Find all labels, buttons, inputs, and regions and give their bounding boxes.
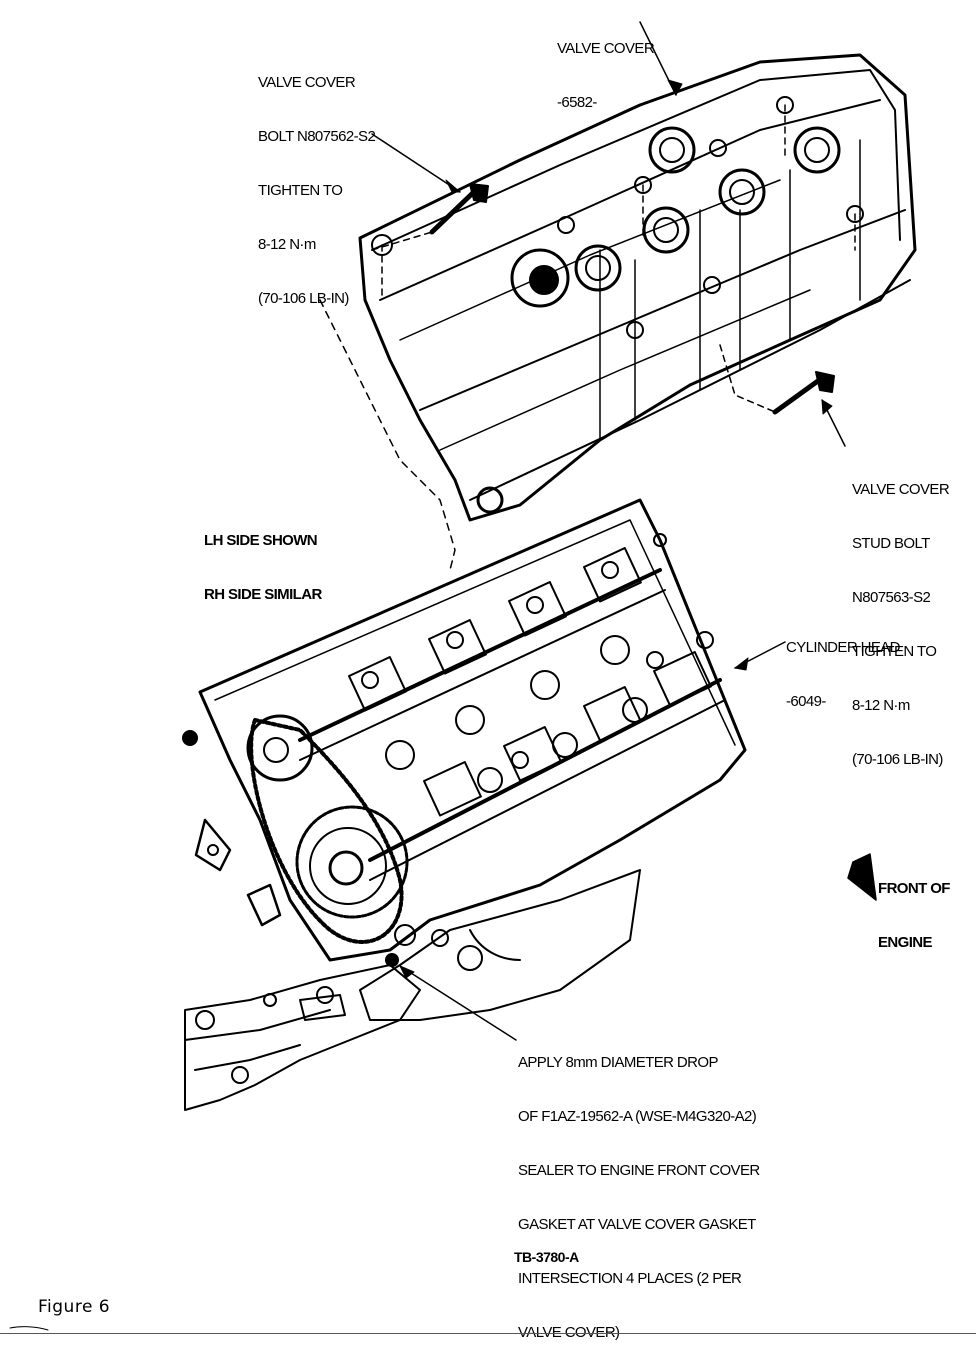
label-valve-cover-bolt: VALVE COVER BOLT N807562-S2 TIGHTEN TO 8… bbox=[258, 38, 376, 326]
label-line: FRONT OF bbox=[878, 880, 950, 897]
figure-caption: Figure 6 bbox=[38, 1297, 111, 1317]
leader-valve-cover-bolt bbox=[371, 133, 461, 193]
chain-tensioner-arm bbox=[194, 818, 232, 872]
chain-guide bbox=[246, 883, 282, 927]
label-cylinder-head: CYLINDER HEAD -6049- bbox=[786, 603, 901, 729]
spark-plug-tube-3 bbox=[718, 168, 766, 216]
label-side-note: LH SIDE SHOWN RH SIDE SIMILAR bbox=[204, 496, 322, 622]
crank-sprocket bbox=[295, 805, 409, 919]
label-line: INTERSECTION 4 PLACES (2 PER bbox=[518, 1270, 742, 1287]
label-line: BOLT N807562-S2 bbox=[258, 128, 376, 145]
label-line: CYLINDER HEAD bbox=[786, 639, 901, 656]
label-line: APPLY 8mm DIAMETER DROP bbox=[518, 1054, 718, 1071]
cylinder-head bbox=[198, 498, 747, 967]
label-line: GASKET AT VALVE COVER GASKET bbox=[518, 1216, 756, 1233]
label-line: LH SIDE SHOWN bbox=[204, 532, 318, 549]
leader-sealer bbox=[399, 965, 517, 1041]
page-bottom-divider bbox=[0, 1333, 976, 1334]
engine-front-cover bbox=[184, 964, 421, 1111]
label-stud-bolt: VALVE COVER STUD BOLT N807563-S2 TIGHTEN… bbox=[852, 445, 950, 787]
label-line: N807563-S2 bbox=[852, 589, 931, 606]
spark-plug-tube-1 bbox=[648, 126, 696, 174]
label-line: (70-106 LB-IN) bbox=[258, 290, 349, 307]
label-line: RH SIDE SIMILAR bbox=[204, 586, 322, 603]
label-line: TIGHTEN TO bbox=[258, 182, 343, 199]
oil-filler-opening bbox=[510, 248, 570, 308]
label-line: STUD BOLT bbox=[852, 535, 930, 552]
spark-plug-tube-2 bbox=[793, 126, 841, 174]
label-line: -6049- bbox=[786, 693, 826, 710]
label-line: 8-12 N·m bbox=[852, 697, 910, 714]
front-of-engine-arrow-icon bbox=[847, 853, 877, 901]
valve-cover-stud-bolt bbox=[719, 344, 835, 415]
label-line: -6582- bbox=[557, 94, 597, 111]
leader-stud-bolt bbox=[821, 399, 846, 447]
valve-cover bbox=[358, 53, 917, 522]
valve-cover-bolt bbox=[371, 183, 489, 251]
label-line: VALVE COVER bbox=[557, 40, 655, 57]
drawing-code: TB-3780-A bbox=[514, 1249, 579, 1265]
label-line: OF F1AZ-19562-A (WSE-M4G320-A2) bbox=[518, 1108, 757, 1125]
label-sealer-note: APPLY 8mm DIAMETER DROP OF F1AZ-19562-A … bbox=[518, 1018, 760, 1360]
spark-plug-tube-4 bbox=[642, 206, 690, 254]
leader-cylinder-head bbox=[734, 641, 786, 671]
spark-plug-tube-5 bbox=[574, 244, 622, 292]
label-line: (70-106 LB-IN) bbox=[852, 751, 943, 768]
label-line: SEALER TO ENGINE FRONT COVER bbox=[518, 1162, 760, 1179]
label-line: VALVE COVER bbox=[852, 481, 950, 498]
leader-valve-cover bbox=[639, 21, 683, 96]
label-line: 8-12 N·m bbox=[258, 236, 316, 253]
label-line: TIGHTEN TO bbox=[852, 643, 937, 660]
cam-sprocket bbox=[246, 714, 314, 782]
label-front-of-engine: FRONT OF ENGINE bbox=[878, 844, 950, 970]
label-line: ENGINE bbox=[878, 934, 933, 951]
label-line: VALVE COVER bbox=[258, 74, 356, 91]
label-valve-cover: VALVE COVER -6582- bbox=[557, 4, 655, 130]
timing-chain bbox=[249, 718, 404, 944]
